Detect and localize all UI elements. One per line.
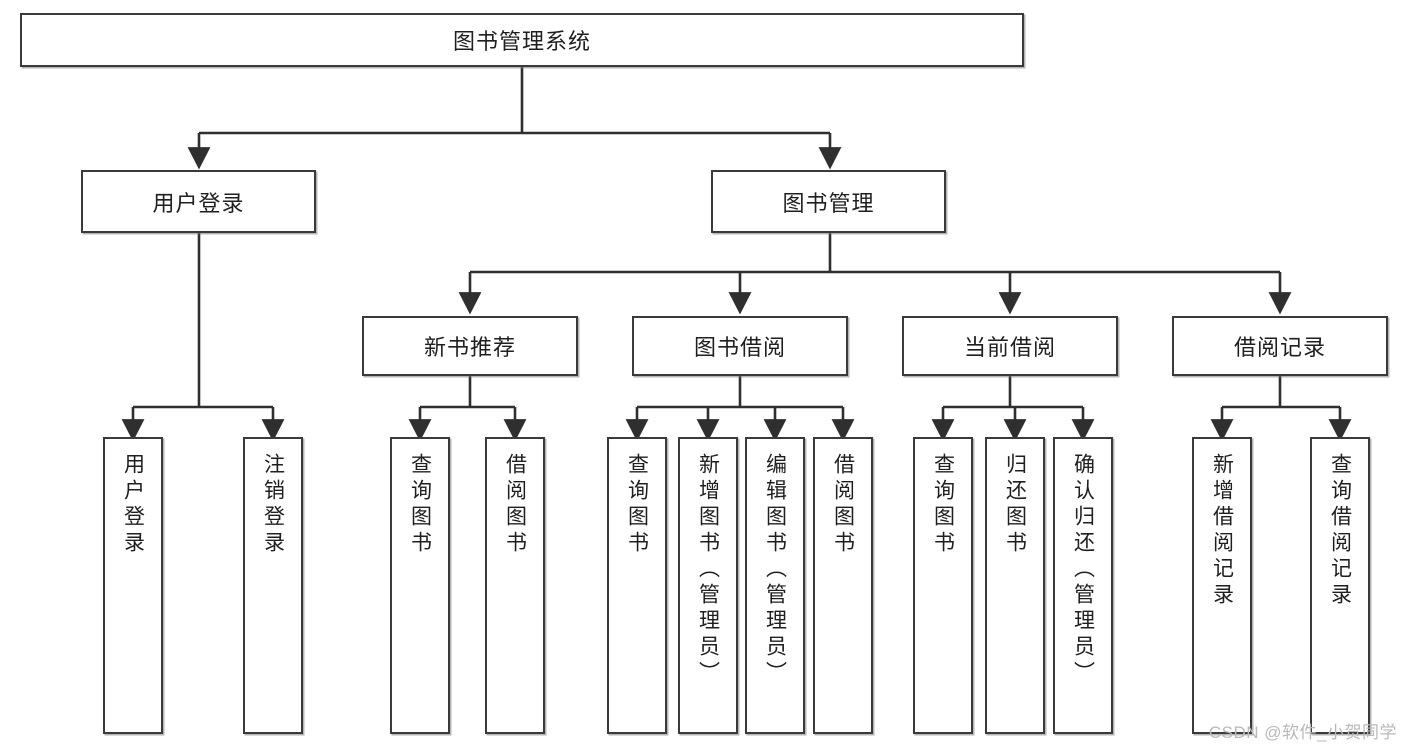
node-user-login[interactable]: 用户登录 bbox=[81, 170, 316, 233]
watermark-text: CSDN @软件_小贺同学 bbox=[1208, 723, 1397, 742]
leaf-current-return-book[interactable]: 归还图书 bbox=[985, 437, 1045, 734]
leaf-borrow-edit-book-admin[interactable]: 编辑图书（管理员） bbox=[745, 437, 805, 734]
leaf-label: 借阅图书 bbox=[503, 453, 527, 557]
node-new-book-recommend[interactable]: 新书推荐 bbox=[362, 316, 578, 376]
leaf-label: 借阅图书 bbox=[831, 453, 855, 557]
leaf-user-login-logout[interactable]: 注销登录 bbox=[243, 437, 303, 734]
node-label: 借阅记录 bbox=[1233, 335, 1326, 360]
leaf-borrow-borrow-book[interactable]: 借阅图书 bbox=[813, 437, 873, 734]
leaf-label: 新增借阅记录 bbox=[1210, 453, 1234, 609]
leaf-record-query-record[interactable]: 查询借阅记录 bbox=[1310, 437, 1370, 734]
node-book-management[interactable]: 图书管理 bbox=[711, 170, 946, 233]
leaf-label: 查询借阅记录 bbox=[1328, 453, 1352, 609]
leaf-user-login-login[interactable]: 用户登录 bbox=[103, 437, 163, 734]
leaf-record-add-record[interactable]: 新增借阅记录 bbox=[1192, 437, 1252, 734]
node-borrow-record[interactable]: 借阅记录 bbox=[1172, 316, 1388, 376]
leaf-label: 编辑图书（管理员） bbox=[763, 453, 787, 687]
leaf-current-confirm-return-admin[interactable]: 确认归还（管理员） bbox=[1053, 437, 1113, 734]
node-label: 图书管理系统 bbox=[452, 29, 591, 54]
leaf-label: 查询图书 bbox=[931, 453, 955, 557]
node-current-borrow[interactable]: 当前借阅 bbox=[902, 316, 1118, 376]
node-label: 新书推荐 bbox=[423, 335, 516, 360]
leaf-current-query-book[interactable]: 查询图书 bbox=[913, 437, 973, 734]
leaf-label: 归还图书 bbox=[1003, 453, 1027, 557]
leaf-label: 查询图书 bbox=[408, 453, 432, 557]
node-label: 用户登录 bbox=[152, 190, 245, 216]
leaf-label: 新增图书（管理员） bbox=[696, 453, 720, 687]
leaf-recommend-query-book[interactable]: 查询图书 bbox=[390, 437, 450, 734]
node-label: 图书管理 bbox=[782, 190, 875, 216]
node-label: 图书借阅 bbox=[693, 335, 786, 360]
leaf-recommend-borrow-book[interactable]: 借阅图书 bbox=[485, 437, 545, 734]
leaf-label: 用户登录 bbox=[121, 453, 145, 557]
leaf-label: 确认归还（管理员） bbox=[1071, 453, 1095, 687]
leaf-borrow-add-book-admin[interactable]: 新增图书（管理员） bbox=[678, 437, 738, 734]
node-book-borrow[interactable]: 图书借阅 bbox=[632, 316, 848, 376]
leaf-label: 注销登录 bbox=[261, 453, 285, 557]
leaf-label: 查询图书 bbox=[625, 453, 649, 557]
leaf-borrow-query-book[interactable]: 查询图书 bbox=[607, 437, 667, 734]
node-label: 当前借阅 bbox=[963, 335, 1056, 360]
node-root-system[interactable]: 图书管理系统 bbox=[20, 13, 1024, 67]
